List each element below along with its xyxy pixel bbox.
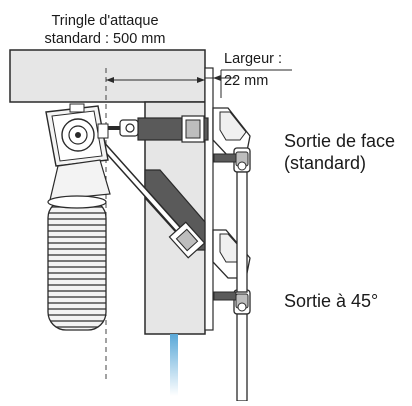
rod-length-label: Tringle d'attaque standard : 500 mm bbox=[20, 12, 190, 48]
rod-label-line1: Tringle d'attaque bbox=[51, 13, 159, 29]
angle-label-text: Sortie à 45° bbox=[284, 291, 379, 311]
width-label-line1: Largeur : bbox=[224, 51, 283, 67]
angle-outlet-label: Sortie à 45° bbox=[284, 290, 378, 312]
front-label-line2: (standard) bbox=[284, 153, 367, 173]
width-label-line2: 22 mm bbox=[224, 73, 269, 89]
water-jet bbox=[170, 334, 178, 396]
width-label: Largeur : 22 mm bbox=[224, 50, 282, 90]
front-outlet-label: Sortie de face (standard) bbox=[284, 130, 395, 174]
outlet-pipe-lower bbox=[236, 313, 248, 402]
outlet-pipe-upper bbox=[236, 171, 248, 293]
front-label-line1: Sortie de face bbox=[284, 131, 396, 151]
flexible-hose bbox=[47, 159, 111, 331]
front-outlet-nozzle bbox=[212, 107, 251, 173]
top-housing bbox=[9, 49, 206, 103]
motor-unit bbox=[45, 103, 109, 167]
rod-label-line2: standard : 500 mm bbox=[44, 31, 166, 47]
mounting-plate bbox=[204, 67, 214, 331]
